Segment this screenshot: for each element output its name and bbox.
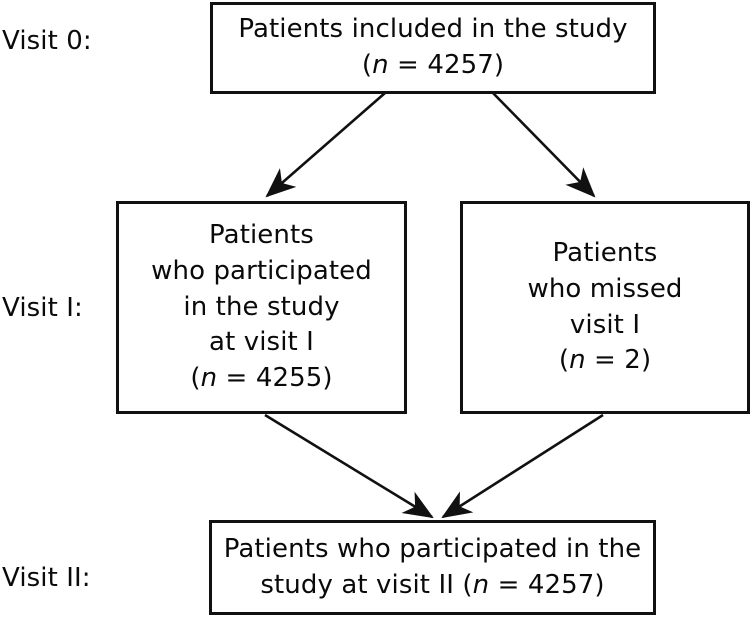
arrow-top-to-mid-right [492, 92, 596, 198]
node-mid-right-line-1: Patients [552, 237, 658, 268]
equals-sign: = [388, 50, 428, 80]
paren-close: ) [640, 345, 652, 376]
paren-open: ( [558, 345, 570, 376]
node-missed-visit-1: Patients who missed visit I (n = 2) [460, 201, 750, 414]
node-top-line-1: Patients included in the study [238, 14, 628, 45]
node-mid-left-line-2: who participated [151, 255, 372, 286]
node-mid-left-count: (n = 4255) [190, 361, 332, 397]
node-mid-left-line-4: at visit I [209, 327, 314, 358]
node-patients-included: Patients included in the study (n = 4257… [210, 2, 656, 94]
count-value: 2 [624, 345, 641, 376]
node-mid-right-line-2: who missed [527, 273, 683, 304]
arrow-top-to-mid-left [265, 92, 386, 198]
node-bottom-line-1: Patients who participated in the [223, 533, 642, 564]
paren-open: ( [361, 50, 373, 80]
node-mid-left-line-3: in the study [183, 291, 340, 322]
node-participated-visit-2: Patients who participated in the study a… [209, 520, 656, 615]
paren-close: ) [594, 569, 605, 600]
count-value: 4255 [255, 363, 323, 394]
node-mid-left-line-1: Patients [209, 219, 314, 250]
n-symbol: n [569, 345, 586, 376]
stage-label-visit-0: Visit 0: [2, 26, 92, 56]
n-symbol: n [200, 363, 218, 394]
paren-close: ) [493, 50, 505, 80]
n-symbol: n [472, 569, 490, 600]
equals-sign: = [217, 363, 256, 394]
stage-label-visit-1: Visit I: [2, 293, 83, 323]
stage-label-visit-2: Visit II: [2, 563, 91, 593]
count-value: 4257 [427, 50, 494, 80]
node-bottom-line-2: study at visit II (n = 4257) [260, 568, 604, 604]
node-mid-right-count: (n = 2) [559, 343, 651, 379]
arrow-mid-left-to-bottom [264, 413, 434, 519]
paren-open: ( [462, 569, 473, 600]
equals-sign: = [489, 569, 528, 600]
arrow-mid-right-to-bottom [441, 413, 604, 519]
paren-open: ( [190, 363, 201, 394]
equals-sign: = [585, 345, 625, 376]
node-bottom-line-2-text: study at visit II [260, 569, 463, 600]
node-mid-right-line-3: visit I [569, 309, 641, 340]
paren-close: ) [322, 363, 333, 394]
count-value: 4257 [527, 569, 595, 600]
node-participated-visit-1: Patients who participated in the study a… [116, 201, 407, 414]
node-top-count: (n = 4257) [362, 48, 504, 84]
n-symbol: n [372, 50, 389, 80]
